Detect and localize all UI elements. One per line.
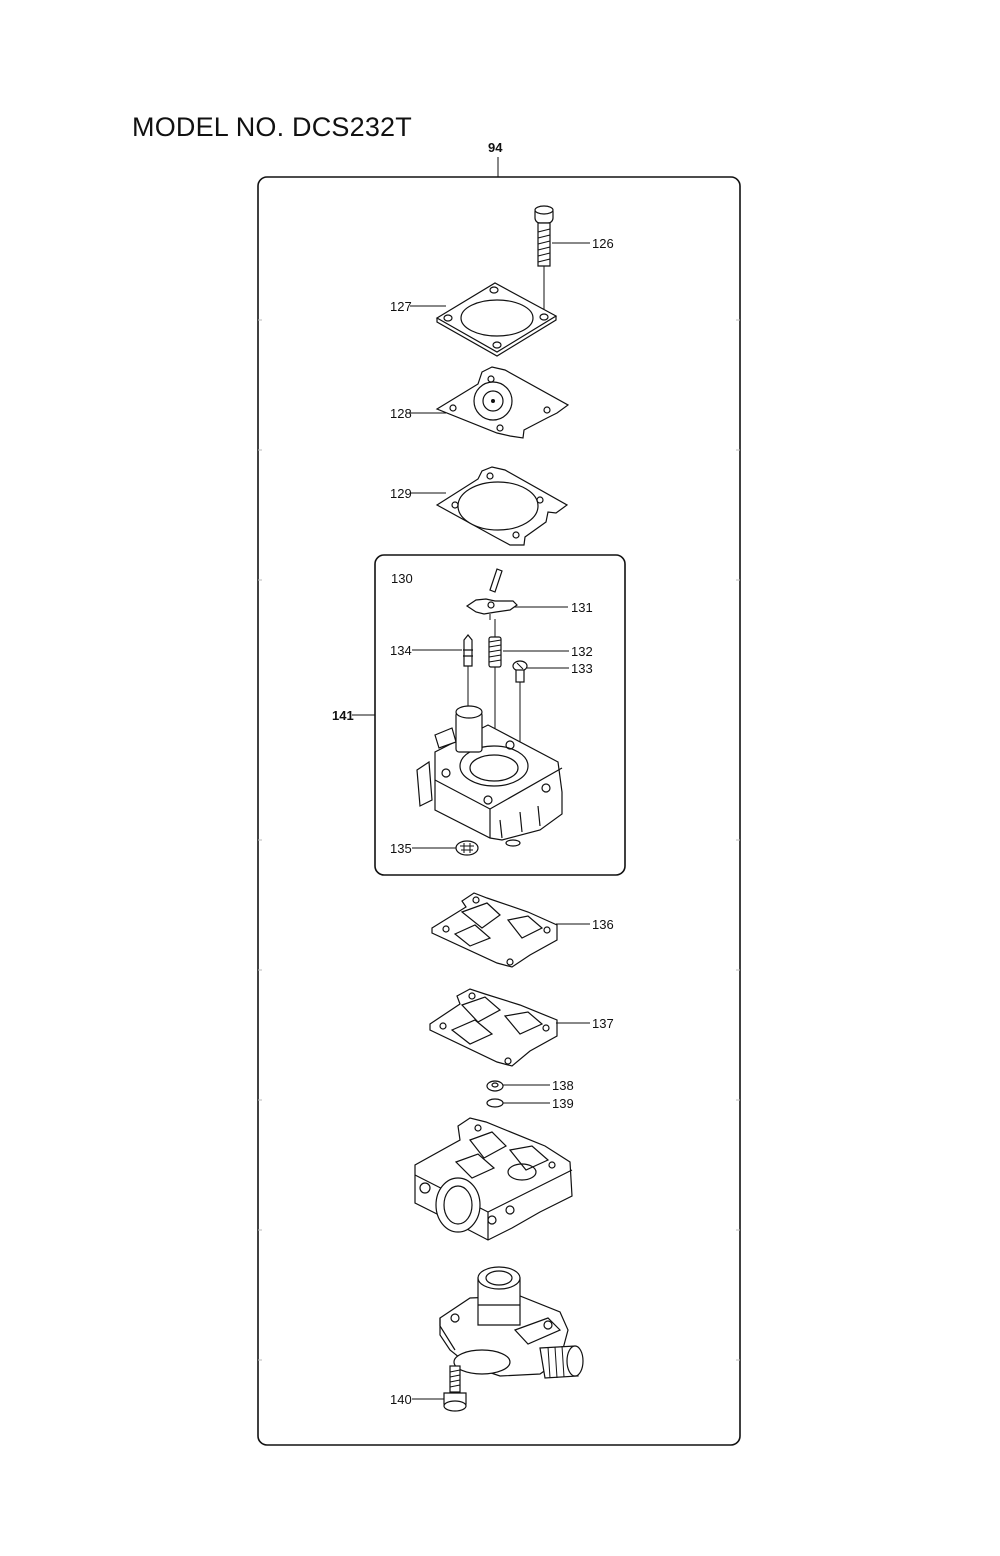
callout-136: 136 — [592, 917, 614, 932]
part-132-spring — [488, 619, 502, 755]
part-141-carburetor-body — [416, 705, 563, 847]
callout-138: 138 — [552, 1078, 574, 1093]
part-138-cap — [486, 1080, 504, 1092]
part-intake-body — [439, 1266, 584, 1379]
callout-137: 137 — [592, 1016, 614, 1031]
kit-inner-label-130: 130 — [391, 571, 413, 586]
part-136-gasket — [431, 892, 558, 968]
callout-140: 140 — [390, 1392, 412, 1407]
callout-135: 135 — [390, 841, 412, 856]
kit-label-141: 141 — [332, 708, 354, 723]
callout-129: 129 — [390, 486, 412, 501]
callout-127: 127 — [390, 299, 412, 314]
part-139-o-ring — [486, 1098, 504, 1108]
part-127-diaphragm-cover — [435, 282, 558, 357]
part-131-lever — [465, 568, 518, 620]
callout-128: 128 — [390, 406, 412, 421]
callout-126: 126 — [592, 236, 614, 251]
part-carburetor-main-body — [414, 1117, 573, 1241]
callout-131: 131 — [571, 600, 593, 615]
assembly-label-94: 94 — [488, 140, 503, 155]
callout-132: 132 — [571, 644, 593, 659]
part-126-screw — [534, 205, 554, 312]
callout-133: 133 — [571, 661, 593, 676]
callout-139: 139 — [552, 1096, 574, 1111]
part-137-gasket — [429, 988, 558, 1067]
part-129-gasket — [435, 466, 569, 546]
part-140-bolt — [443, 1365, 467, 1412]
callout-134: 134 — [390, 643, 412, 658]
part-128-metering-diaphragm — [435, 366, 570, 439]
part-135-filter-screen — [455, 840, 479, 856]
model-title: MODEL NO. DCS232T — [132, 112, 412, 142]
assembly-frame — [257, 176, 741, 1446]
